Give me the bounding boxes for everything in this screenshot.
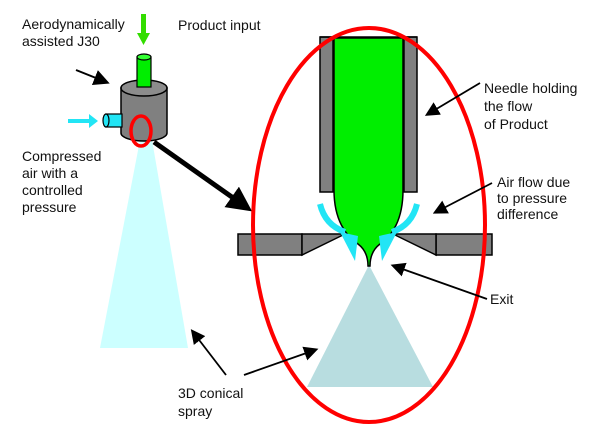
compressed-air-line-1: Compressed	[22, 148, 101, 164]
spray-line-1: 3D conical	[178, 385, 243, 401]
exit-plate-right	[392, 233, 493, 257]
air-flow-arrow-left	[317, 203, 358, 261]
product-input-label: Product input	[178, 17, 261, 33]
air-inlet-arrow	[68, 114, 98, 128]
compressed-air-line-4: pressure	[22, 199, 77, 215]
needle-pointer-arrow	[424, 82, 481, 116]
needle-label: Needle holding the flow of Product	[484, 80, 581, 132]
needle-line-2: the flow	[484, 98, 533, 114]
compressed-air-label: Compressed air with a controlled pressur…	[22, 148, 105, 215]
j30-nozzle-body	[120, 79, 168, 142]
nozzle-name-line-2: assisted J30	[22, 33, 100, 49]
exit-pointer-arrow	[390, 262, 488, 300]
compressed-air-line-2: air with a	[22, 165, 78, 181]
conical-spray-cone	[307, 265, 433, 387]
needle-line-3: of Product	[484, 116, 548, 132]
nozzle-pointer-arrow	[75, 69, 110, 85]
air-flow-line-3: difference	[497, 206, 558, 222]
nozzle-name-line-1: Aerodynamically	[22, 16, 125, 32]
spray-pointer-left-arrow	[190, 329, 227, 376]
nozzle-name-label: Aerodynamically assisted J30	[22, 16, 129, 49]
air-flow-label: Air flow due to pressure difference	[497, 174, 574, 222]
compressed-air-line-3: controlled	[22, 182, 83, 198]
air-flow-arrow-right	[379, 203, 420, 261]
air-flow-line-1: Air flow due	[497, 174, 570, 190]
spray-label: 3D conical spray	[178, 385, 247, 419]
spray-line-2: spray	[178, 403, 212, 419]
air-inlet-tube	[102, 113, 123, 128]
zoom-connector-arrow	[152, 139, 253, 212]
product-input-tube	[136, 53, 152, 88]
spray-pointer-right-arrow	[243, 346, 319, 376]
exit-label: Exit	[490, 291, 513, 307]
product-input-arrow	[137, 14, 150, 45]
magnified-view-outline	[251, 26, 487, 424]
nozzle-tip-highlight	[129, 114, 153, 148]
air-flow-line-2: to pressure	[497, 190, 567, 206]
air-flow-pointer-arrow	[432, 182, 493, 214]
needle-line-1: Needle holding	[484, 80, 577, 96]
small-nozzle-spray	[100, 140, 188, 348]
